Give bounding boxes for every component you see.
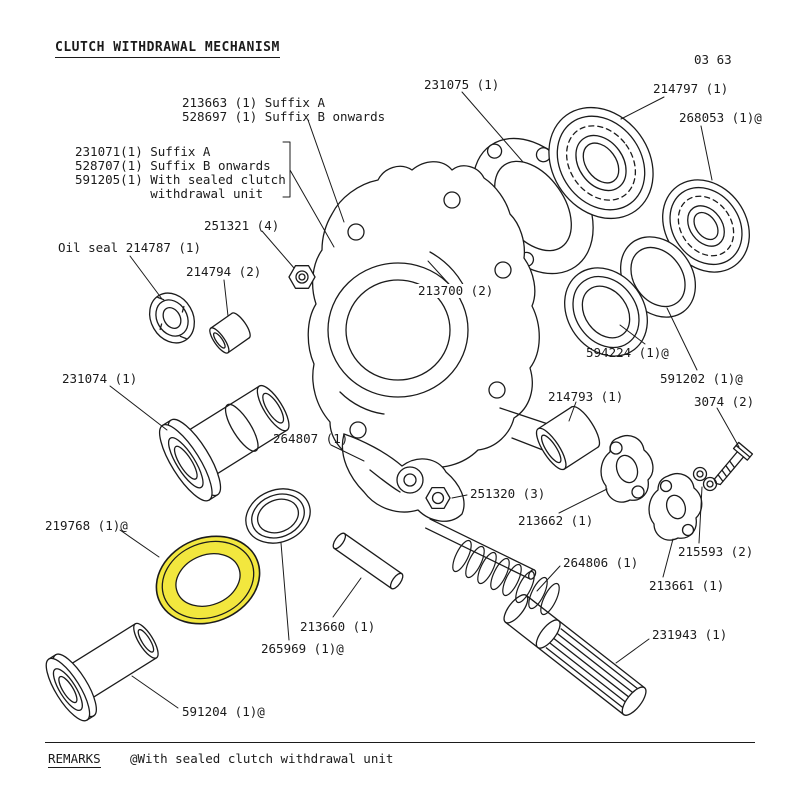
label-219768: 219768 (1)@ [45,518,128,533]
leader-231071 [289,169,335,248]
shaft-231943 [503,594,647,716]
leader-215593 [698,486,703,544]
label-264806: 264806 (1) [563,555,639,570]
label-214793: 214793 (1) [548,389,624,404]
label-214797: 214797 (1) [653,81,729,96]
label-213700: 213700 (2) [416,283,496,298]
label-213663: 213663 (1) Suffix A 528697 (1) Suffix B … [182,95,386,124]
leader-264807 [330,444,365,462]
nut-251320 [425,486,451,510]
label-213661: 213661 (1) [649,578,725,593]
leader-251321 [261,230,295,269]
leader-214797 [620,96,665,120]
bush-214794 [209,312,251,354]
leader-214787 [129,255,163,300]
label-215593: 215593 (2) [678,544,754,559]
seal-594224 [564,267,648,357]
oil-seal-214787 [148,292,196,344]
label-213660: 213660 (1) [300,619,376,634]
label-591202: 591202 (1)@ [660,371,743,386]
bearing-214797 [548,106,654,220]
footer-rule [45,742,755,743]
bolt-hole [347,223,365,241]
push-rod [425,518,537,580]
leader-214793 [568,401,577,422]
leader-591202 [666,307,698,371]
leader-213661 [662,538,674,578]
label-594224: 594224 (1)@ [586,345,669,360]
bolt-hole [443,191,461,209]
leader-231075 [461,91,524,163]
leader-265969 [280,542,290,641]
bolt-hole [349,421,367,439]
remarks-heading: REMARKS [48,751,101,768]
label-251321: 251321 (4) [204,218,280,233]
leader-231074 [109,385,168,431]
leader-264806 [536,565,561,592]
gasket-213662 [600,435,654,503]
label-231075: 231075 (1) [424,77,500,92]
sleeve-231074 [158,384,290,502]
leader-213662 [558,488,608,514]
bush-214793 [535,405,601,471]
leader-251320 [451,494,468,499]
leader-268053 [700,125,713,181]
bolt-3074 [713,441,754,486]
label-214787: Oil seal 214787 (1) [58,240,201,255]
label-591204: 591204 (1)@ [182,704,265,719]
sleeve-591204 [45,622,159,722]
rod-213660 [332,532,404,590]
remarks-note: @With sealed clutch withdrawal unit [130,751,394,766]
seal-219768-highlighted [155,535,261,625]
leader-214794 [223,279,229,317]
leader-231943 [615,638,650,664]
leader-213660 [332,577,362,618]
label-265969: 265969 (1)@ [261,641,344,656]
label-268053: 268053 (1)@ [679,110,762,125]
leader-213663 [307,119,345,223]
label-231074: 231074 (1) [62,371,138,386]
leader-lines [109,91,740,709]
label-231071: 231071(1) Suffix A 528707(1) Suffix B on… [75,144,286,201]
leader-591204 [131,675,179,709]
label-264807: 264807 (1) [273,431,349,446]
label-251320: 251320 (3) [470,486,546,501]
page-title: CLUTCH WITHDRAWAL MECHANISM [55,40,280,58]
housing-flange [327,262,469,398]
ring-265969 [245,488,311,544]
page-ref: 03 63 [694,52,732,67]
leader-219768 [119,529,160,558]
leader-594224 [619,324,646,345]
leader-3074 [716,407,740,448]
spring-264806 [452,539,560,616]
leader-213700 [427,260,449,284]
bolt-hole [494,261,512,279]
nut-251321 [288,265,316,289]
housing-213700 [307,161,549,473]
label-213662: 213662 (1) [518,513,594,528]
washer-215593 [692,466,718,492]
label-3074: 3074 (2) [694,394,755,409]
cover-213661 [648,473,703,541]
bolt-hole [488,381,506,399]
label-231943: 231943 (1) [652,627,728,642]
housing-bore [345,279,451,381]
label-214794: 214794 (2) [186,264,262,279]
